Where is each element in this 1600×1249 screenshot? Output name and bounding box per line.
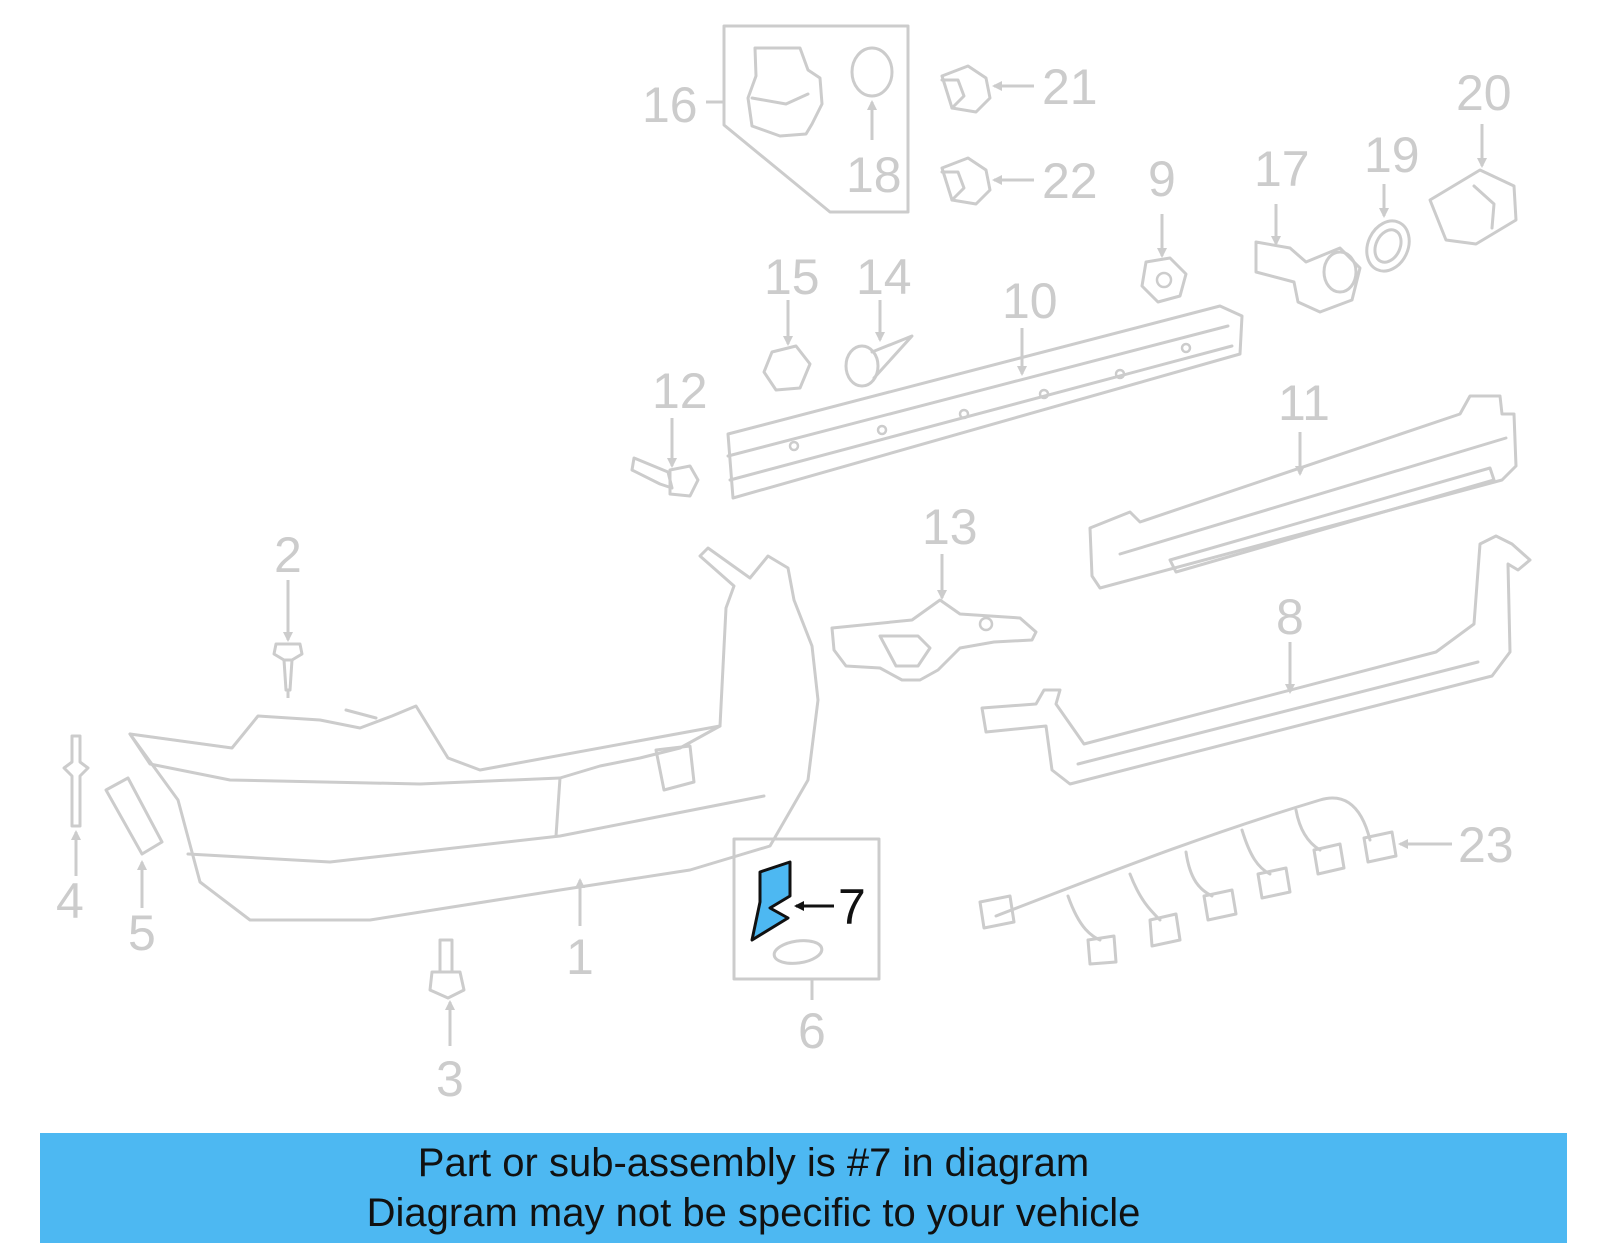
part-20-holder bbox=[1428, 168, 1518, 246]
part-13-bracket bbox=[830, 598, 1038, 682]
callout-15: 15 bbox=[764, 249, 820, 305]
part-21-clip bbox=[940, 64, 992, 114]
part-4-pin bbox=[62, 734, 90, 828]
callout-20: 20 bbox=[1456, 65, 1512, 121]
part-6-box bbox=[732, 837, 881, 981]
callout-13: 13 bbox=[922, 499, 978, 555]
part-7-highlighted bbox=[750, 860, 792, 942]
callout-19: 19 bbox=[1364, 127, 1420, 183]
callout-1: 1 bbox=[566, 929, 594, 985]
part-23-harness bbox=[978, 796, 1398, 966]
part-15-nut bbox=[762, 344, 812, 392]
part-2-screw bbox=[272, 642, 304, 692]
part-14-pushpin bbox=[844, 334, 914, 388]
callout-21: 21 bbox=[1042, 59, 1098, 115]
callout-4: 4 bbox=[56, 873, 84, 929]
banner-line-2: Diagram may not be specific to your vehi… bbox=[366, 1191, 1141, 1235]
callout-6: 6 bbox=[798, 1003, 826, 1059]
callout-2: 2 bbox=[274, 527, 302, 583]
callout-12: 12 bbox=[652, 363, 708, 419]
part-22-clip bbox=[940, 156, 992, 206]
part-11-absorber bbox=[1088, 394, 1518, 590]
part-1-bumper-cover bbox=[128, 546, 820, 922]
part-5-reflector bbox=[104, 776, 164, 856]
banner-line-1: Part or sub-assembly is #7 in diagram bbox=[417, 1141, 1090, 1185]
callout-7: 7 bbox=[838, 879, 866, 935]
callout-11: 11 bbox=[1278, 375, 1330, 431]
part-8-valance bbox=[980, 534, 1532, 786]
callout-22: 22 bbox=[1042, 153, 1098, 209]
callout-17: 17 bbox=[1254, 141, 1310, 197]
callout-16: 16 bbox=[642, 77, 698, 133]
callout-labels: 1 2 3 4 5 6 7 8 9 10 11 12 13 14 15 16 1… bbox=[56, 59, 1514, 1107]
info-banner: Part or sub-assembly is #7 in diagram Di… bbox=[40, 1133, 1567, 1243]
callout-9: 9 bbox=[1148, 151, 1176, 207]
callout-8: 8 bbox=[1276, 589, 1304, 645]
leader-lines bbox=[71, 81, 1487, 1046]
callout-3: 3 bbox=[436, 1051, 464, 1107]
callout-14: 14 bbox=[856, 249, 912, 305]
part-17-sensor bbox=[1254, 240, 1362, 314]
part-19-ring bbox=[1365, 219, 1411, 273]
callout-18: 18 bbox=[846, 147, 902, 203]
part-9-nut bbox=[1140, 256, 1188, 304]
part-10-reinforcement bbox=[726, 304, 1244, 500]
callout-10: 10 bbox=[1002, 273, 1058, 329]
callout-23: 23 bbox=[1458, 817, 1514, 873]
part-3-bolt bbox=[428, 938, 466, 1000]
part-12-bolt bbox=[630, 456, 700, 498]
part-16-box bbox=[722, 24, 910, 214]
callout-5: 5 bbox=[128, 905, 156, 961]
